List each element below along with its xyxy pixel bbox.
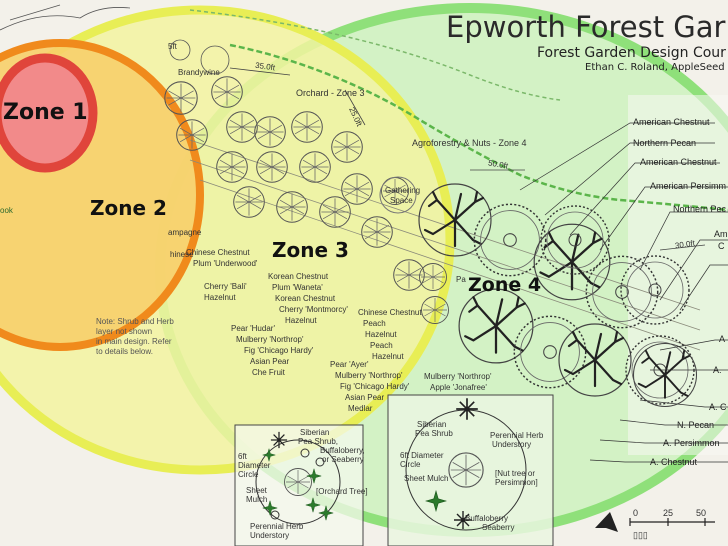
species-label: N. Pecan [677, 420, 715, 430]
note-line: in main design. Refer [96, 337, 172, 346]
agroforestry-label: Agroforestry & Nuts - Zone 4 [412, 138, 527, 148]
plant-label: Pa [456, 275, 466, 284]
plant-label: Mulberry 'Northrop' [236, 335, 304, 344]
guild-label: Understory [492, 440, 532, 449]
plant-label: Brandywine [178, 68, 220, 77]
guild-detail-small [234, 424, 364, 546]
guild-label: Buffaloberry, [320, 446, 365, 455]
plant-label: Korean Chestnut [275, 294, 336, 303]
scale-tick-label: 50 [696, 508, 707, 518]
note-line: Note: Shrub and Herb [96, 317, 174, 326]
scale-tick-label: 25 [663, 508, 674, 518]
plant-label: ampagne [168, 228, 202, 237]
guild-label: Mulch [246, 495, 268, 504]
plant-label: Korean Chestnut [268, 272, 329, 281]
scale-unit-label: ▯▯▯ [633, 530, 648, 540]
plant-label: Hazelnut [285, 316, 317, 325]
zone1-label: Zone 1 [3, 100, 88, 125]
scale-tick-label: 0 [633, 508, 639, 518]
guild-label: Understory [250, 531, 290, 540]
guild-label: Persimmon] [495, 478, 538, 487]
plant-label: Fig 'Chicago Hardy' [340, 382, 410, 391]
guild-label: [Nut tree or [495, 469, 536, 478]
plant-label: Cherry 'Montmorcy' [279, 305, 348, 314]
plant-label: Chinese Chestnut [358, 308, 422, 317]
gathering-label-2: Space [390, 196, 413, 205]
guild-label: Sheet [246, 486, 267, 495]
plant-label: Hazelnut [372, 352, 404, 361]
guild-label: Siberian [300, 428, 330, 437]
plant-label: Apple 'Jonafree' [430, 383, 487, 392]
gathering-space [379, 176, 417, 214]
species-label: American Chestnut [640, 157, 717, 167]
guild-label: Pea Shrub, [298, 437, 339, 446]
plant-label: Asian Pear [250, 357, 290, 366]
species-label: American Chestnut [633, 117, 710, 127]
guild-label: 6ft [238, 452, 247, 461]
species-label: A. C [709, 402, 727, 412]
plant-label: ook [0, 206, 13, 215]
guild-label: Pea Shrub [415, 429, 453, 438]
guild-label: 6ft Diameter [400, 451, 444, 460]
guild-label: Siberian [417, 420, 447, 429]
species-label: American Persimm [650, 181, 727, 191]
guild-label: Sheet Mulch [404, 474, 449, 483]
plant-label: Pear 'Hudar' [231, 324, 275, 333]
guild-label: Seaberry [482, 523, 515, 532]
species-label: A. [713, 365, 722, 375]
page-subtitle: Forest Garden Design Cour [537, 45, 726, 61]
author-credit: Ethan C. Roland, AppleSeed P [585, 62, 728, 73]
guild-label: Circle [238, 470, 259, 479]
species-label: A [719, 334, 726, 344]
plant-label: Pear 'Ayer' [330, 360, 369, 369]
north-arrow [595, 512, 618, 532]
plant-label: Fig 'Chicago Hardy' [244, 346, 314, 355]
zone2-label: Zone 2 [90, 196, 167, 220]
plant-label: Peach [363, 319, 386, 328]
species-label: Am [714, 229, 728, 239]
plant-label: Che Fruit [252, 368, 285, 377]
species-label: C [718, 241, 725, 251]
plant-label: Plum 'Waneta' [272, 283, 323, 292]
zone4-label: Zone 4 [468, 274, 542, 296]
plant-label: Plum 'Underwood' [193, 259, 258, 268]
species-label: Northern Pec [673, 204, 727, 214]
plant-label: Mulberry 'Northrop' [335, 371, 403, 380]
plant-label: Chinese Chestnut [186, 248, 250, 257]
orchard-label: Orchard - Zone 3 [296, 88, 365, 98]
plant-label: 5ft [168, 42, 177, 51]
plant-label: Hazelnut [365, 330, 397, 339]
zone1-region [0, 53, 98, 173]
gathering-label-1: Gathering [385, 186, 421, 195]
page-title: Epworth Forest Gar [446, 10, 726, 44]
species-label: Northern Pecan [633, 138, 697, 148]
species-label: A. Persimmon [663, 438, 720, 448]
guild-label: [Orchard Tree] [316, 487, 368, 496]
plant-label: Peach [370, 341, 393, 350]
guild-label: Buffaloberry [465, 514, 508, 523]
plant-label: Asian Pear [345, 393, 385, 402]
plant-label: Mulberry 'Northrop' [424, 372, 492, 381]
zone3-label: Zone 3 [272, 238, 349, 262]
species-label: A. Chestnut [650, 457, 698, 467]
guild-label: Perennial Herb [490, 431, 544, 440]
note-line: to details below. [96, 347, 153, 356]
guild-label: Diameter [238, 461, 271, 470]
plant-label: hinese [170, 250, 194, 259]
guild-label: or Seaberry [322, 455, 364, 464]
hedge-line [229, 43, 728, 212]
plant-label: Cherry 'Bali' [204, 282, 247, 291]
plant-label: Hazelnut [204, 293, 236, 302]
guild-label: Circle [400, 460, 421, 469]
guild-label: Perennial Herb [250, 522, 304, 531]
design-note: Note: Shrub and Herb layer not shown in … [96, 317, 206, 357]
plant-label: Medlar [348, 404, 373, 413]
note-line: layer not shown [96, 327, 153, 336]
